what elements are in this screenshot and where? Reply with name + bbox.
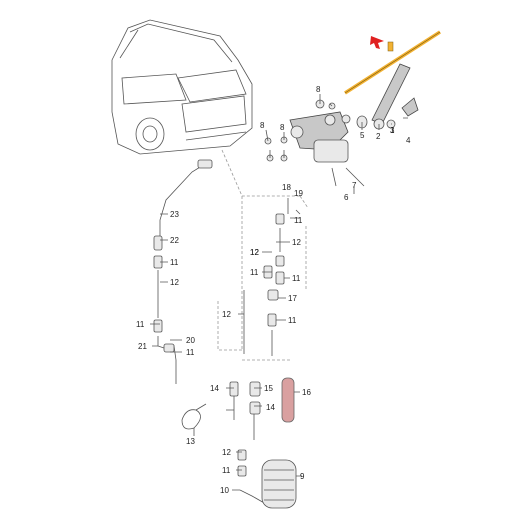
callout-12a: 12 <box>170 278 179 287</box>
callout-11c: 11 <box>136 320 145 329</box>
grommet <box>181 403 207 430</box>
callout-11b: 11 <box>170 258 179 267</box>
marker-arrow-icon <box>370 36 384 49</box>
callout-3: 3 <box>390 126 395 135</box>
callout-6: 6 <box>344 193 349 202</box>
callout-8b: 8 <box>260 121 265 130</box>
callout-19: 19 <box>294 189 303 198</box>
callout-14b: 14 <box>266 403 275 412</box>
callout-20: 20 <box>186 336 195 345</box>
wiper-motor <box>289 111 365 187</box>
washer-pump <box>261 459 297 509</box>
callout-13: 13 <box>186 437 195 446</box>
callout-14a: 14 <box>210 384 219 393</box>
callout-7: 7 <box>352 181 357 190</box>
callout-1: 1 <box>390 126 395 135</box>
callout-11a: 11 <box>294 216 303 225</box>
callout-8c: 8 <box>280 123 285 132</box>
callout-18: 18 <box>282 183 291 192</box>
callout-11g: 11 <box>288 316 297 325</box>
callout-21: 21 <box>138 342 147 351</box>
callout-23: 23 <box>170 210 179 219</box>
callout-leaders <box>150 94 408 491</box>
callout-11e: 11 <box>250 268 259 277</box>
callout-12c: 12 <box>292 238 301 247</box>
callout-22: 22 <box>170 236 179 245</box>
callout-15: 15 <box>264 384 273 393</box>
callout-11d: 11 <box>186 348 195 357</box>
callout-11h: 11 <box>222 466 231 475</box>
callout-8a: 8 <box>316 85 321 94</box>
callout-9: 9 <box>300 472 305 481</box>
callout-10: 10 <box>220 486 229 495</box>
callout-5: 5 <box>360 131 365 140</box>
callout-11f: 11 <box>292 274 301 283</box>
callout-16: 16 <box>302 388 311 397</box>
callout-labels: 1 2 3 4 5 6 7 8 8 8 9 10 11 11 11 11 11 … <box>136 85 411 495</box>
callout-17: 17 <box>288 294 297 303</box>
callout-4: 4 <box>406 136 411 145</box>
wiper-blade <box>344 30 441 95</box>
hose-sleeve <box>281 377 295 423</box>
washer-hose-left <box>153 159 213 384</box>
car-illustration <box>111 19 253 155</box>
callout-12b: 12 <box>250 248 259 257</box>
callout-12f: 12 <box>250 248 259 257</box>
callout-12e: 12 <box>222 448 231 457</box>
callout-12d: 12 <box>222 310 231 319</box>
leader-lines <box>217 149 309 361</box>
callout-2: 2 <box>376 132 381 141</box>
